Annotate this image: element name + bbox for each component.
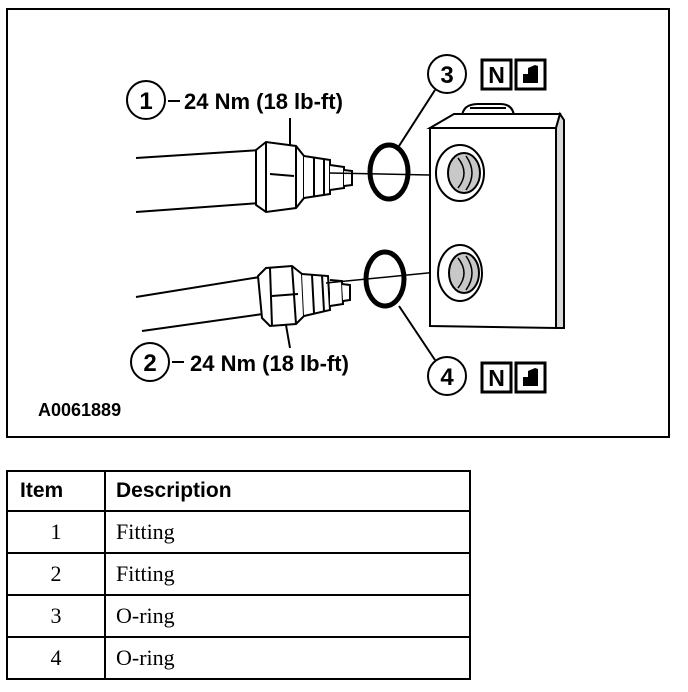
legend-item-number: 2 (6, 552, 106, 596)
callout-4-number: 4 (440, 364, 454, 391)
callout-2: 2 24 Nm (18 lb-ft) (130, 324, 349, 382)
legend-item-number: 1 (6, 510, 106, 554)
new-part-letter: N (488, 62, 505, 88)
lower-refrigerant-line (135, 275, 271, 332)
legend-item-number: 3 (6, 594, 106, 638)
legend-header-item: Item (6, 470, 106, 512)
legend-header-row: Item Description (6, 470, 471, 512)
legend-item-description: Fitting (104, 552, 471, 596)
callout-2-torque: 24 Nm (18 lb-ft) (190, 351, 349, 376)
callout-3: 3 N (398, 54, 547, 147)
upper-o-ring (367, 142, 411, 202)
callout-1: 1 24 Nm (18 lb-ft) (126, 80, 343, 146)
lower-fitting (256, 264, 351, 328)
oil-can-icon-2 (523, 368, 538, 386)
oil-can-icon (523, 65, 538, 83)
table-row: 1 Fitting (6, 510, 471, 554)
table-row: 2 Fitting (6, 552, 471, 596)
callout-4: 4 N (398, 305, 547, 396)
legend-item-description: O-ring (104, 594, 471, 638)
callout-2-number: 2 (143, 350, 156, 377)
upper-refrigerant-line (135, 149, 261, 213)
upper-fitting (255, 140, 353, 214)
table-row: 3 O-ring (6, 594, 471, 638)
legend-table: Item Description 1 Fitting 2 Fitting 3 O… (6, 470, 471, 680)
exploded-diagram: 1 24 Nm (18 lb-ft) 2 24 Nm (18 lb-ft) 3 … (38, 54, 565, 420)
table-row: 4 O-ring (6, 636, 471, 680)
figure-id-code: A0061889 (38, 400, 121, 420)
callout-1-number: 1 (139, 88, 152, 115)
new-part-symbol-2 (480, 361, 513, 394)
legend-header-description: Description (104, 470, 471, 512)
legend-item-number: 4 (6, 636, 106, 680)
expansion-valve (426, 103, 565, 330)
callout-1-torque: 24 Nm (18 lb-ft) (184, 89, 343, 114)
new-part-letter-2: N (488, 365, 505, 391)
legend-item-description: Fitting (104, 510, 471, 554)
callout-3-number: 3 (440, 62, 453, 89)
new-part-symbol (480, 58, 513, 91)
diagram-frame: 1 24 Nm (18 lb-ft) 2 24 Nm (18 lb-ft) 3 … (6, 8, 670, 438)
legend-item-description: O-ring (104, 636, 471, 680)
